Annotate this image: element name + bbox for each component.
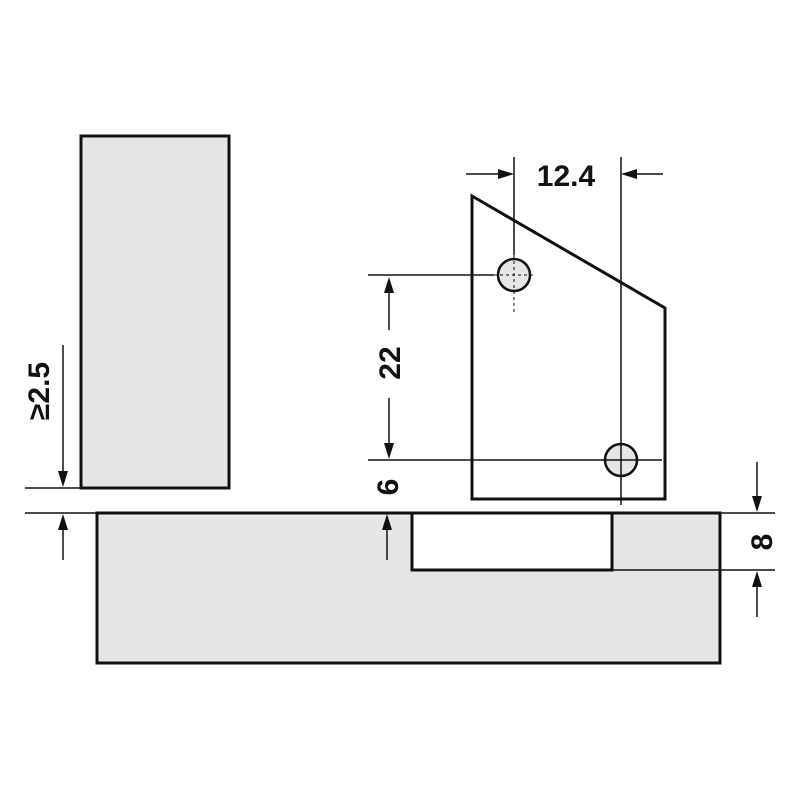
side-panel	[79, 134, 231, 490]
dim-8-label: 8	[746, 534, 779, 551]
dim-2-5-arrow-top	[58, 471, 68, 487]
dim-12-4-arrow-left	[498, 169, 514, 179]
dim-22-arrow-bottom	[384, 443, 394, 459]
dim-2-5-arrow-bottom	[58, 514, 68, 530]
dim-12-4-label: 12.4	[537, 160, 596, 193]
dim-2-5-label: ≥2.5	[23, 362, 56, 420]
dim-22-arrow-top	[384, 277, 394, 293]
recess-slot	[410, 511, 614, 572]
base-panel	[95, 511, 722, 665]
dim-8-arrow-bottom	[752, 571, 762, 587]
dim-12-4-arrow-right	[621, 169, 637, 179]
dim-6-label: 6	[372, 479, 405, 496]
dim-22-label: 22	[374, 346, 407, 379]
dim-6-arrow	[382, 514, 392, 530]
dim-8-arrow-top	[752, 496, 762, 512]
